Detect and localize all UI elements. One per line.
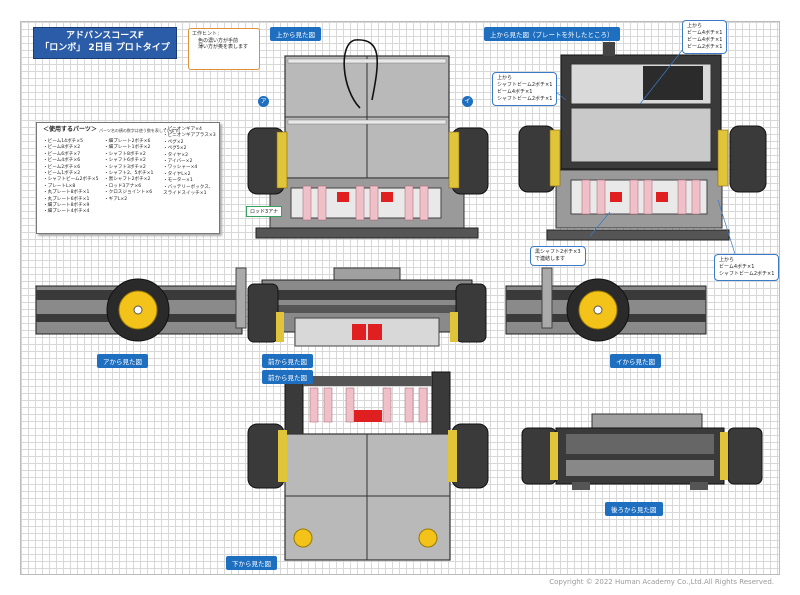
part-item: ・シャフトビーム2ボチ×5 — [43, 177, 99, 183]
label-front-view-2: 前から見た図 — [262, 370, 313, 384]
front-view-drawing — [247, 267, 487, 347]
view-i-drawing — [505, 267, 707, 342]
part-item: ・クロスジョイント×6 — [104, 190, 153, 196]
parts-note: パーツ名の横の数字は使う数を表しています。 — [99, 128, 183, 133]
part-item: ・モーター×1 — [163, 178, 193, 184]
part-item: ・細プレート1ボチ×2 — [104, 145, 151, 151]
label-front-view: 前から見た図 — [262, 354, 313, 368]
title-line1: アドバンスコースF — [66, 31, 144, 41]
marker-i: イ — [462, 96, 473, 107]
title-line2: 「ロンボ」 2日目 プロトタイプ — [40, 43, 170, 53]
part-item: ・ペグ×2 — [163, 139, 184, 145]
label-bottom-view: 下から見た図 — [226, 556, 277, 570]
part-item: ・丸プレート6ボチ×1 — [43, 196, 90, 202]
parts-col1: ・ビーム14ボチ×5 ・ビーム8ボチ×2 ・ビーム6ボチ×7 ・ビーム4ボチ×6… — [43, 139, 99, 216]
part-item: ・ビーム1ボチ×2 — [43, 171, 81, 177]
part-item: ・細プレート4ボチ×4 — [43, 209, 90, 215]
part-item: ・ピニオンギアプラス×3 — [163, 133, 216, 139]
part-item: ・ビーム4ボチ×6 — [43, 158, 81, 164]
back-view-drawing — [521, 413, 763, 490]
part-item: ・黒シャフト2ボチ×2 — [104, 177, 151, 183]
rod-label: ロッド3アナ — [246, 206, 283, 217]
label-view-i: イから見た図 — [610, 354, 661, 368]
marker-a: ア — [258, 96, 269, 107]
part-item: ・シャフト2、5ボチ×1 — [104, 171, 154, 177]
part-item: ・丸プレート8ボチ×1 — [43, 190, 90, 196]
part-item: ・バッテリーボックス、 — [163, 184, 214, 190]
copyright: Copyright © 2022 Human Academy Co.,Ltd.A… — [549, 578, 774, 586]
hint-head: 工作ヒント： — [192, 31, 223, 37]
part-item: ・ビーム2ボチ×6 — [43, 164, 81, 170]
part-item: ・ビーム6ボチ×7 — [43, 151, 81, 157]
label-top-view-no-plate: 上から見た図（プレートを外したところ） — [484, 27, 620, 41]
part-item: ・シャフト6ボチ×2 — [104, 158, 146, 164]
part-item: ・タイヤL×2 — [163, 171, 191, 177]
title-box: アドバンスコースF 「ロンボ」 2日目 プロトタイプ — [33, 27, 177, 59]
view-a-drawing — [35, 267, 247, 342]
callout-black-shaft: 黒シャフト2ボチ×3 で連結します — [530, 246, 586, 266]
part-item: ・ワッシャー×4 — [163, 165, 198, 171]
top-view-drawing — [247, 39, 489, 239]
part-item: ・ピニオンギア×4 — [163, 127, 202, 132]
part-item: ・タイヤ×2 — [163, 152, 189, 158]
part-item: スライドスイッチ×1 — [163, 191, 207, 197]
part-item: ・プレートL×8 — [43, 183, 76, 189]
parts-col3: ・ピニオンギア×4 ・ピニオンギアプラス×3 ・ペグ×2 ・ペグ5×2 ・タイヤ… — [163, 127, 216, 197]
callout-beam-shaft: 上から ビーム4ボチ×1 シャフトビーム2ボチ×1 — [714, 254, 780, 281]
part-item: ・シャフト3ボチ×2 — [104, 164, 146, 170]
hint-line1: 色の濃い方が手前 — [198, 37, 239, 44]
parts-heading: ＜使用するパーツ＞ — [43, 126, 97, 133]
callout-shaft-beams: 上から シャフトビーム2ボチ×1 ビーム4ボチ×1 シャフトビーム2ボチ×1 — [492, 72, 558, 106]
top-view-no-plate-drawing — [518, 42, 767, 255]
parts-col2: ・細プレート2ボチ×6 ・細プレート1ボチ×2 ・シャフト8ボチ×2 ・シャフト… — [104, 139, 153, 203]
label-back-view: 後ろから見た図 — [605, 502, 663, 516]
part-item: ・細プレート2ボチ×6 — [104, 139, 151, 144]
label-top-view: 上から見た図 — [270, 27, 321, 41]
bottom-view-drawing — [247, 371, 489, 561]
part-item: ・シャフト8ボチ×2 — [104, 151, 146, 157]
part-item: ・ビーム14ボチ×5 — [43, 139, 84, 144]
parts-list: ＜使用するパーツ＞ パーツ名の横の数字は使う数を表しています。 ・ビーム14ボチ… — [36, 122, 220, 234]
part-item: ・ペグ5×2 — [163, 146, 187, 152]
hint-note: 工作ヒント： 色の濃い方が手前 薄い方が奥を表します — [188, 28, 260, 70]
part-item: ・アイバー×2 — [163, 159, 193, 165]
label-view-a: アから見た図 — [97, 354, 148, 368]
part-item: ・細プレート8ボチ×9 — [43, 203, 90, 209]
part-item: ・ロッド3アナ×6 — [104, 183, 142, 189]
part-item: ・ギアL×2 — [104, 196, 128, 202]
part-item: ・ビーム8ボチ×2 — [43, 145, 81, 151]
hint-line2: 薄い方が奥を表します — [198, 44, 249, 50]
callout-beams: 上から ビーム4ボチ×1 ビーム4ボチ×1 ビーム2ボチ×1 — [682, 20, 728, 54]
